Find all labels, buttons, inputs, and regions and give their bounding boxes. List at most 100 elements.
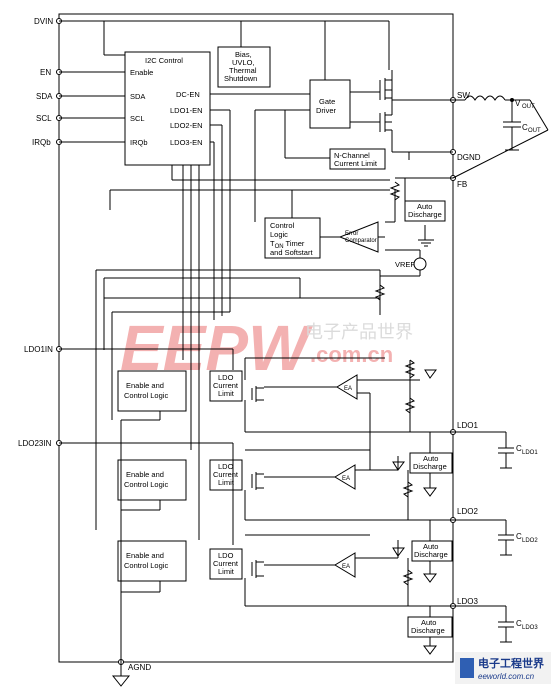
ldo1-limit-line3: Limit (218, 389, 235, 398)
pin-dvin: DVIN (34, 17, 62, 26)
pin-scl-label: SCL (36, 114, 52, 123)
vref-source: VREF (374, 257, 427, 301)
footer-logo-cn: 电子工程世界 (478, 656, 544, 670)
ldo1-enable-logic (117, 370, 187, 412)
ldo2-enable-logic (117, 459, 187, 501)
pin-dgnd: DGND (450, 149, 481, 162)
i2c-title: I2C Control (145, 56, 183, 65)
cldo2-capacitor: C LDO2 (453, 519, 538, 556)
ldo3-error-amp (334, 552, 356, 578)
pin-sda: SDA (36, 92, 62, 101)
error-comp-line2: Comparator (345, 238, 377, 244)
ldo2-discharge-line2: Discharge (414, 550, 448, 559)
agnd-bus (120, 411, 161, 662)
pin-ldo3-label: LDO3 (457, 597, 478, 606)
current-limit-line1: N-Channel (334, 151, 370, 160)
i2c-ldo2-en: LDO2-EN (170, 121, 203, 130)
ldo2-pass-fet (251, 472, 264, 490)
control-logic-line3b: Timer (284, 239, 305, 248)
cldo1-capacitor: C LDO1 (453, 431, 538, 469)
i2c-control-block: I2C Control Enable SDA SCL IRQb DC-EN LD… (124, 51, 211, 166)
ldo2-enable-line2: Control Logic (124, 480, 168, 489)
n-channel-current-limit-block: N-Channel Current Limit (329, 148, 386, 170)
ldo2-limit-line2: Current (213, 470, 239, 479)
bias-line4: Shutdown (224, 74, 257, 83)
ldo2-limit-line3: Limit (218, 478, 235, 487)
control-logic-block: Control Logic TON Timer and Softstart (264, 217, 321, 259)
gate-driver-block: Gate Driver (309, 79, 351, 129)
pin-ldo1-label: LDO1 (457, 421, 478, 430)
ldo3-ea-label: EA (342, 564, 350, 570)
cldo1-sub: LDO1 (522, 450, 538, 456)
pin-ldo3: LDO3 (450, 597, 478, 609)
watermark-domain: .com.cn (310, 342, 393, 367)
ldo1-discharge-line2: Discharge (413, 462, 447, 471)
pin-irqb-label: IRQb (32, 138, 51, 147)
ldo1-enable-line1: Enable and (126, 381, 164, 390)
chip-boundary (58, 13, 454, 663)
pin-agnd: AGND (111, 659, 151, 687)
pin-sda-label: SDA (36, 92, 53, 101)
footer-logo-url: eeworld.com.cn (478, 672, 535, 681)
ldo1-pass-fet (251, 386, 264, 402)
i2c-sda: SDA (130, 92, 145, 101)
ldo3-discharge-line1: Auto (421, 618, 436, 627)
ldo3-enable-line1: Enable and (126, 551, 164, 560)
auto-discharge-buck-line1: Auto (417, 202, 432, 211)
current-limit-line2: Current Limit (334, 159, 378, 168)
ldo1-error-amp (336, 374, 358, 400)
auto-discharge-buck: Auto Discharge (404, 200, 446, 222)
ldo3-pass-fet (251, 560, 264, 578)
cldo2-main: C (516, 532, 522, 541)
i2c-scl: SCL (130, 114, 145, 123)
cldo3-main: C (516, 619, 522, 628)
cldo1-main: C (516, 444, 522, 453)
bias-uvlo-block: Bias, UVLO, Thermal Shutdown (217, 46, 271, 88)
agnd-ground-symbol (111, 675, 131, 687)
gate-driver-line1: Gate (319, 97, 335, 106)
pin-ldo2-label: LDO2 (457, 507, 478, 516)
i2c-ldo1-en: LDO1-EN (170, 106, 203, 115)
ldo3-limit-line1: LDO (218, 551, 234, 560)
cout-main: C (522, 123, 528, 132)
ldo2-current-limit (209, 459, 243, 491)
ldo2-error-amp (334, 464, 356, 490)
fb-resistor (389, 177, 405, 201)
control-logic-line2: Logic (270, 230, 288, 239)
ldo1-current-limit (209, 370, 243, 402)
pin-agnd-label: AGND (128, 663, 151, 672)
bias-line1: Bias, (235, 50, 252, 59)
gate-driver-line2: Driver (316, 106, 337, 115)
pin-ldo1in: LDO1IN (24, 345, 62, 354)
control-logic-line3: TON Timer (270, 239, 305, 250)
cldo2-sub: LDO2 (522, 538, 538, 544)
i2c-enable: Enable (130, 68, 153, 77)
ldo3-limit-line2: Current (213, 559, 239, 568)
ldo3-current-limit (209, 548, 243, 580)
cout-sub: OUT (528, 128, 541, 134)
ldo3-auto-discharge: Auto Discharge (407, 606, 453, 655)
pin-ldo23in: LDO23IN (18, 439, 62, 448)
pin-dgnd-label: DGND (457, 153, 481, 162)
watermark-cn: 电子产品世界 (305, 322, 413, 343)
ldo2-auto-discharge: Auto Discharge (411, 520, 453, 583)
pin-ldo23in-label: LDO23IN (18, 439, 52, 448)
ldo1-limit-line2: Current (213, 381, 239, 390)
ldo1-discharge-line1: Auto (423, 454, 438, 463)
ldo1-channel: Enable and Control Logic LDO Current Lim… (59, 348, 453, 470)
ldo3-limit-line3: Limit (218, 567, 235, 576)
vout-main: V (515, 99, 521, 108)
ldo3-enable-logic (117, 540, 187, 582)
pin-dvin-label: DVIN (34, 17, 53, 26)
ldo3-discharge-line2: Discharge (411, 626, 445, 635)
control-logic-line3a: T (270, 239, 275, 248)
pin-sw-label: SW (457, 91, 470, 100)
ldo3-channel: Enable and Control Logic LDO Current Lim… (117, 443, 453, 607)
ldo1-ea-label: EA (344, 386, 352, 392)
i2c-dc-en: DC-EN (176, 90, 200, 99)
vout-sub: OUT (522, 104, 535, 110)
wires-top (59, 20, 453, 540)
ldo1-enable-line2: Control Logic (124, 391, 168, 400)
ldo2-channel: Enable and Control Logic LDO Current Lim… (59, 442, 453, 521)
pin-ldo1in-label: LDO1IN (24, 345, 53, 354)
